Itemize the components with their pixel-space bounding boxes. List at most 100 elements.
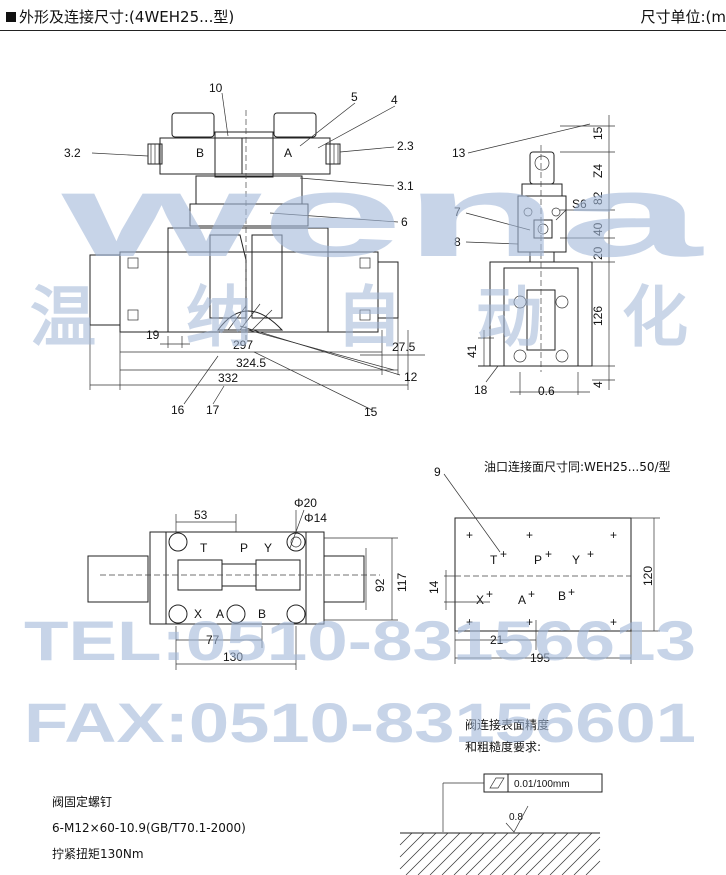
port-pattern-view: 油口连接面尺寸同:WEH25...50/型 9 + + + + + + T P … (427, 459, 671, 665)
dim-27-5: 27.5 (392, 340, 416, 354)
screw-title: 阀固定螺钉 (52, 794, 112, 809)
end-view: 13 7 8 18 S6 Z4 15 82 40 20 126 41 0.6 4 (452, 115, 615, 398)
watermark-char-1: 温 (30, 279, 96, 356)
svg-text:+: + (500, 547, 507, 561)
svg-text:+: + (466, 528, 473, 542)
screw-note: 阀固定螺钉 6-M12×60-10.9(GB/T70.1-2000) 拧紧扭矩1… (52, 794, 246, 861)
callout-7: 7 (454, 205, 461, 219)
pattern-port-x: X (476, 593, 484, 607)
dim-117: 117 (395, 573, 409, 592)
watermark-char-2: 纳 (186, 279, 252, 356)
dim-77: 77 (206, 633, 220, 647)
svg-text:+: + (526, 615, 533, 629)
dim-92: 92 (373, 578, 387, 592)
callout-3-1: 3.1 (397, 179, 414, 193)
dim-phi20: Φ20 (294, 496, 317, 510)
dim-297: 297 (233, 338, 253, 352)
dim-14: 14 (427, 580, 441, 594)
bottom-port-b: B (258, 607, 266, 621)
watermark-char-5: 化 (622, 279, 688, 356)
pattern-port-b: B (558, 589, 566, 603)
svg-text:+: + (486, 587, 493, 601)
watermark-tel: TEL:0510-83156613 (24, 609, 696, 672)
watermark: wena 温 纳 自 动 化 TEL:0510-83156613 FAX:051… (24, 150, 705, 754)
port-pattern-note: 油口连接面尺寸同:WEH25...50/型 (484, 459, 671, 474)
callout-18: 18 (474, 383, 488, 397)
svg-text:+: + (568, 585, 575, 599)
pattern-port-a: A (518, 593, 526, 607)
dim-332: 332 (218, 371, 238, 385)
callout-15: 15 (364, 405, 378, 419)
watermark-logo: wena (60, 150, 705, 282)
dim-120: 120 (641, 566, 655, 586)
svg-text:+: + (528, 587, 535, 601)
top-port-t: T (200, 541, 208, 555)
dim-126: 126 (591, 306, 605, 326)
svg-text:+: + (545, 547, 552, 561)
pattern-port-y: Y (572, 553, 580, 567)
svg-text:+: + (466, 615, 473, 629)
callout-3-2: 3.2 (64, 146, 81, 160)
page-header: 外形及连接尺寸:(4WEH25...型) 尺寸单位:(m (0, 0, 726, 36)
dim-20: 20 (591, 246, 605, 260)
svg-text:+: + (587, 547, 594, 561)
top-port-y: Y (264, 541, 272, 555)
dim-15: 15 (591, 126, 605, 140)
unit-label: 尺寸单位:(m (640, 8, 726, 26)
pattern-port-p: P (534, 553, 542, 567)
flatness-value: 0.01/100mm (514, 779, 570, 790)
dim-21: 21 (490, 633, 504, 647)
bottom-port-x: X (194, 607, 202, 621)
top-port-p: P (240, 541, 248, 555)
callout-4: 4 (391, 93, 398, 107)
screw-spec: 6-M12×60-10.9(GB/T70.1-2000) (52, 821, 246, 835)
bottom-port-a: A (216, 607, 224, 621)
screw-torque: 拧紧扭矩130Nm (52, 847, 144, 861)
dim-19: 19 (146, 328, 160, 342)
surface-heading-1: 阀连接表面精度 (465, 717, 549, 732)
dim-41: 41 (465, 344, 479, 358)
callout-10: 10 (209, 81, 223, 95)
square-bullet-icon (6, 12, 16, 22)
roughness-value: 0.8 (509, 812, 523, 823)
roughness-icon (505, 805, 529, 833)
dim-195: 195 (530, 651, 550, 665)
pattern-port-t: T (490, 553, 498, 567)
svg-text:+: + (526, 528, 533, 542)
watermark-char-4: 动 (476, 279, 542, 356)
callout-17: 17 (206, 403, 220, 417)
top-view: 53 Φ20 Φ14 92 117 77 130 T P Y X A B (87, 496, 409, 670)
callout-8: 8 (454, 235, 461, 249)
callout-6: 6 (401, 215, 408, 229)
dim-0-6: 0.6 (538, 384, 555, 398)
surface-requirements: 阀连接表面精度 和粗糙度要求: 0.01/100mm 0.8 (399, 717, 603, 875)
label-s6: S6 (572, 197, 587, 211)
drawing-title: 外形及连接尺寸:(4WEH25...型) (6, 6, 234, 27)
callout-2-3: 2.3 (397, 139, 414, 153)
surface-hatch (399, 832, 601, 875)
dim-53: 53 (194, 508, 208, 522)
port-b-label: B (196, 146, 204, 160)
dim-82: 82 (591, 191, 605, 205)
port-a-label: A (284, 146, 292, 160)
dim-phi14: Φ14 (304, 511, 327, 525)
label-z4: Z4 (591, 164, 605, 178)
callout-9: 9 (434, 465, 441, 479)
side-view: 10 5 4 3.2 2.3 3.1 6 12 15 16 17 B A 19 … (64, 81, 425, 419)
dim-130: 130 (223, 650, 243, 664)
drawing-title-text: 外形及连接尺寸:(4WEH25...型) (19, 8, 235, 26)
surface-heading-2: 和粗糙度要求: (465, 739, 541, 754)
header-rule (0, 30, 726, 31)
callout-12: 12 (404, 370, 418, 384)
svg-text:+: + (610, 528, 617, 542)
dim-40: 40 (591, 222, 605, 236)
watermark-fax: FAX:0510-83156601 (24, 691, 696, 754)
flatness-icon (489, 777, 505, 789)
dim-324-5: 324.5 (236, 356, 266, 370)
dim-4: 4 (591, 381, 605, 388)
callout-5: 5 (351, 90, 358, 104)
watermark-char-3: 自 (336, 279, 402, 356)
svg-text:+: + (610, 615, 617, 629)
callout-16: 16 (171, 403, 185, 417)
